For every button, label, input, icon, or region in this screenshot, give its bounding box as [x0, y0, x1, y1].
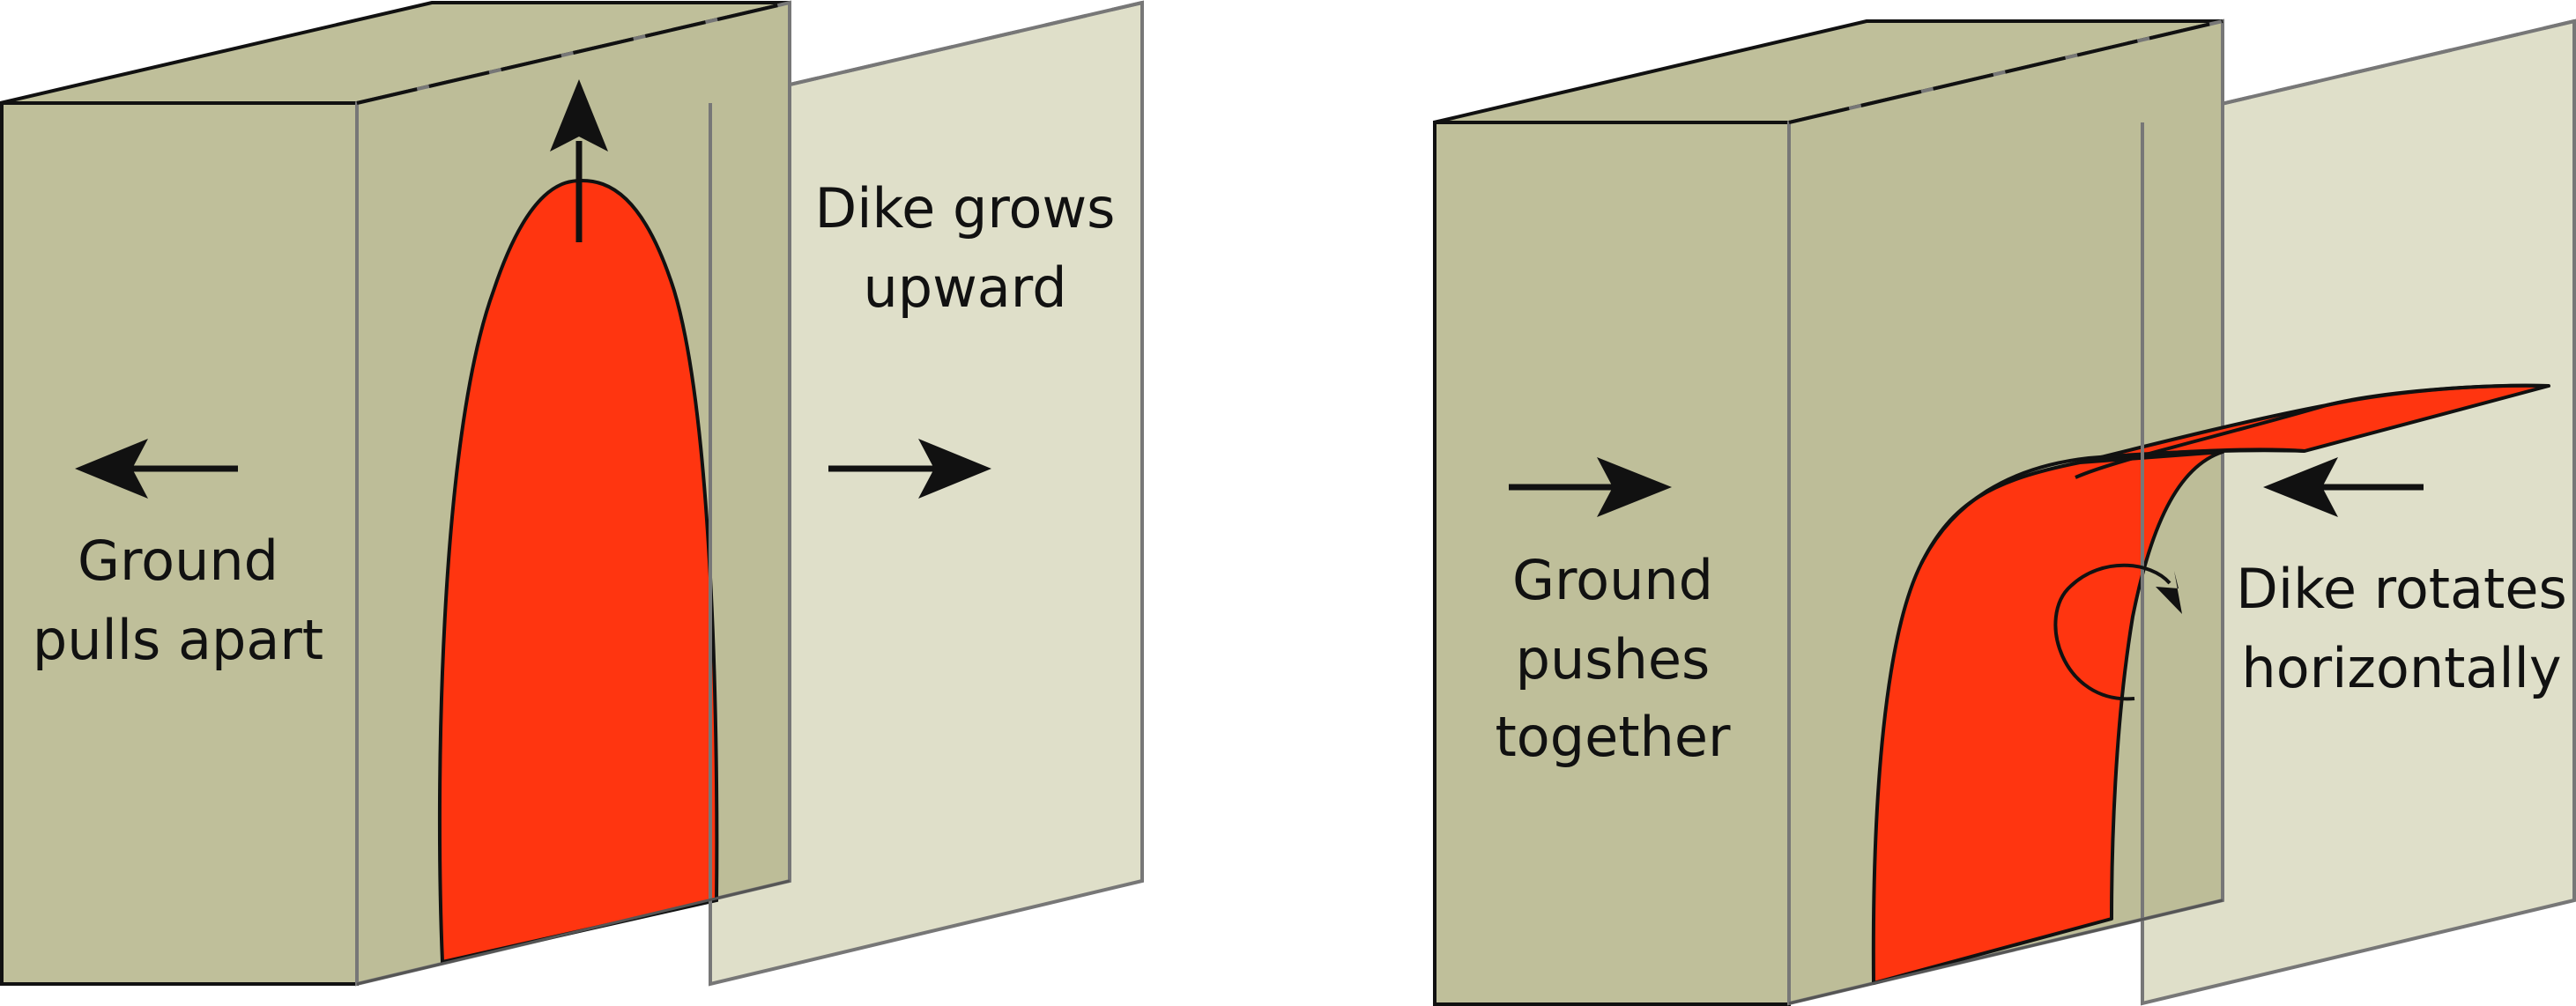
- arrow-right-icon: [1509, 457, 1672, 517]
- right-dike-sheet-front: [1919, 448, 2305, 565]
- left-ground-label-line2: pulls apart: [33, 608, 323, 672]
- right-dike-sheet-edge: [2075, 383, 2550, 479]
- right-dike-label-line1: Dike rotates: [2236, 557, 2567, 621]
- right-ground-label-line1: Ground: [1512, 548, 1713, 612]
- left-glass-dashed-edge: [356, 1, 791, 105]
- panel-right: Ground pushes together Dike rotates hori…: [1433, 18, 2576, 1006]
- left-glass-bottom-edge: [356, 879, 791, 986]
- arrow-left-icon: [75, 439, 238, 499]
- arrow-right-icon: [828, 439, 991, 499]
- arrow-left-icon: [2263, 457, 2424, 517]
- left-dike-label-line1: Dike grows: [815, 176, 1116, 240]
- left-dike-label-line2: upward: [863, 255, 1066, 320]
- left-block-front: [0, 101, 359, 986]
- panel-left: Ground pulls apart Dike grows upward: [0, 0, 1144, 987]
- right-ground-label-line2: pushes: [1516, 627, 1711, 692]
- right-ground-label-line3: together: [1496, 705, 1731, 769]
- right-glass-bottom-edge: [1788, 899, 2223, 1005]
- right-dike-label-line2: horizontally: [2241, 636, 2561, 700]
- arrow-up-icon: [550, 79, 608, 242]
- rotate-clockwise-icon: [2053, 563, 2182, 701]
- right-block-front: [1433, 121, 1791, 1006]
- left-ground-label-line1: Ground: [78, 529, 278, 593]
- right-glass-dashed-edge: [1788, 19, 2223, 124]
